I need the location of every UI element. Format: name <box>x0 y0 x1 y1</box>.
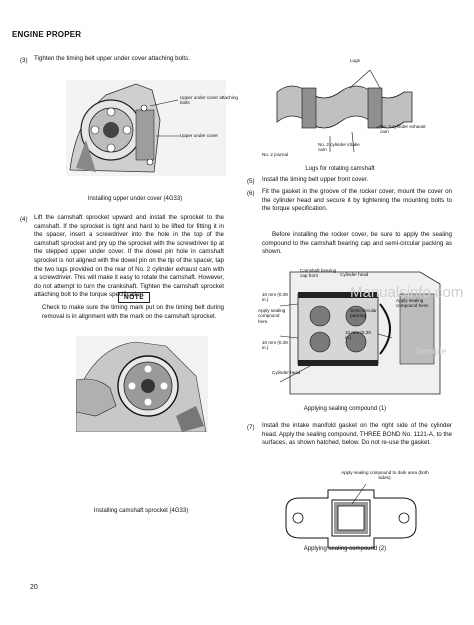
watermark-text: Manualsinfo.com <box>350 284 464 301</box>
page-header: ENGINE PROPER <box>12 30 82 39</box>
caption-applying-sealing-compound-1: Applying sealing compound (1) <box>303 406 387 412</box>
camshaft-sprocket-illustration <box>76 336 208 432</box>
before-installing-text: Before installing the rocker cover, be s… <box>262 231 452 256</box>
label-semi-circular-packing: Semi-circular packing <box>350 308 377 319</box>
watermark-sample: Sample <box>416 346 447 356</box>
label-upper-under-cover-bolts: Upper under cover attaching bolts <box>180 95 238 106</box>
step-4-text: Lift the camshaft sprocket upward and in… <box>34 214 224 299</box>
figure-sealing-compound-1 <box>250 264 450 404</box>
label-10mm-right: 10 mm (0.39 in.) <box>345 330 371 341</box>
caption-lugs-rotating-camshaft: Lugs for rotating camshaft <box>305 166 375 172</box>
label-cylinder-head-bottom: Cylinder head <box>272 370 301 375</box>
label-apply-sealing-right: Apply sealing compound here. <box>396 298 430 309</box>
intake-gasket-illustration <box>285 483 417 549</box>
step-4-number: (4) <box>20 216 28 223</box>
label-camshaft-bearing-cap-front: Camshaft bearing cap front <box>300 268 337 279</box>
page-number: 20 <box>30 584 38 591</box>
label-no2-journal: No. 2 journal <box>262 152 289 157</box>
caption-installing-upper-under-cover: Installing upper under cover (4G33) <box>87 196 183 202</box>
caption-applying-sealing-compound-2: Applying sealing compound (2) <box>303 546 387 552</box>
step-7-text: Install the intake manifold gasket on th… <box>262 422 452 447</box>
note-label: NOTE <box>118 292 151 303</box>
step-6-text: Fit the gasket in the groove of the rock… <box>262 188 452 213</box>
label-upper-under-cover: Upper under cover <box>180 133 219 138</box>
figure-lugs-camshaft <box>272 62 422 162</box>
label-no2-cylinder-exhaust-cam: No. 2 cylinder exhaust cam <box>380 124 426 135</box>
caption-installing-camshaft-sprocket: Installing camshaft sprocket (4G33) <box>93 508 189 514</box>
step-6-number: (6) <box>247 190 255 197</box>
sealing-compound-1-illustration <box>279 271 441 395</box>
step-3-number: (3) <box>20 57 28 64</box>
upper-under-cover-illustration <box>66 80 226 176</box>
label-10mm-bottom: 10 mm (0.39 in.) <box>262 340 288 351</box>
camshaft-lugs-illustration <box>276 69 413 153</box>
step-7-number: (7) <box>247 424 255 431</box>
figure-sealing-compound-2 <box>266 470 436 566</box>
step-5-number: (5) <box>247 178 255 185</box>
step-5-text: Install the timing belt upper front cove… <box>262 176 369 183</box>
note-text: Check to make sure the timing mark put o… <box>42 304 224 320</box>
label-lugs: Lugs <box>350 58 360 63</box>
step-3-text: Tighten the timing belt upper under cove… <box>34 55 190 62</box>
label-apply-sealing-dark-area: Apply sealing compound to dark area (bot… <box>341 470 429 481</box>
label-apply-sealing-left: Apply sealing compound here. <box>258 308 286 324</box>
label-10mm-top: 10 mm (0.39 in.) <box>262 292 288 303</box>
figure-upper-under-cover <box>66 80 226 176</box>
figure-camshaft-sprocket <box>76 336 208 432</box>
label-no2-cylinder-intake-cam: No. 2 cylinder intake cam <box>318 142 360 153</box>
label-cylinder-head-top: Cylinder head <box>340 272 369 277</box>
